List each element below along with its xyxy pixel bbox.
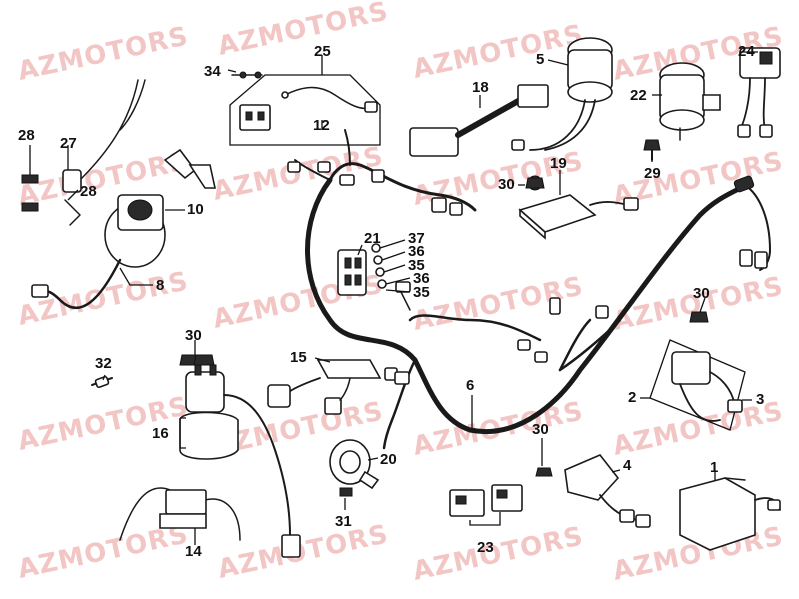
ignition-coil-box [649,339,746,431]
callout-5: 5 [536,51,544,68]
callout-22: 22 [630,87,647,104]
starter-switch [511,37,613,151]
fuse-holders [449,484,523,517]
callout-37: 37 [408,230,425,247]
regulator [564,454,651,528]
callout-layer: 1 2 3 4 5 6 8 10 12 14 15 16 18 19 20 21… [18,43,764,560]
callout-14: 14 [185,543,202,560]
watermark: AZMOTORS [215,0,391,62]
callout-36b: 36 [413,270,430,287]
callout-25: 25 [314,43,331,60]
callout-21: 21 [364,230,381,247]
callout-31: 31 [335,513,352,530]
watermark: AZMOTORS [210,141,386,206]
callout-23: 23 [477,539,494,556]
callout-16: 16 [152,425,169,442]
relay-cylinder [659,62,721,141]
watermark: AZMOTORS [15,266,191,331]
callout-4: 4 [623,457,632,474]
callout-19: 19 [550,155,567,172]
callout-36a: 36 [408,243,425,260]
resistor-unit [119,487,241,541]
callout-2: 2 [628,389,636,406]
battery-box [679,477,781,551]
callout-12: 12 [313,117,330,134]
part-25-box [229,74,381,146]
watermark: AZMOTORS [15,146,191,211]
watermark: AZMOTORS [410,521,586,586]
callout-35b: 35 [413,284,430,301]
starter-relay [179,364,301,558]
bolt-parts [21,174,81,226]
callout-3: 3 [756,391,764,408]
callout-30b: 30 [498,176,515,193]
callout-10: 10 [187,201,204,218]
fuse [91,375,113,389]
callout-18: 18 [472,79,489,96]
callout-20: 20 [380,451,397,468]
callout-30a: 30 [185,327,202,344]
callout-8: 8 [156,277,164,294]
callout-29: 29 [644,165,661,182]
callout-35a: 35 [408,257,425,274]
watermark: AZMOTORS [215,519,391,584]
watermark: AZMOTORS [15,21,191,86]
bolt-31 [339,487,353,497]
sub-harness [409,84,549,157]
callout-30d: 30 [532,421,549,438]
watermark: AZMOTORS [15,519,191,584]
main-wire-harness [287,129,771,450]
clip-part [231,71,263,79]
callout-30c: 30 [693,285,710,302]
callout-28b: 28 [80,183,97,200]
flasher-unit [267,359,382,415]
callout-6: 6 [466,377,474,394]
callout-27: 27 [60,135,77,152]
callout-28a: 28 [18,127,35,144]
watermark: AZMOTORS [610,271,786,336]
callout-32: 32 [95,355,112,372]
callout-1: 1 [710,459,718,476]
nuts [179,177,709,477]
callout-24: 24 [738,43,755,60]
watermark: AZMOTORS [410,19,586,84]
callout-34: 34 [204,63,221,80]
callout-15: 15 [290,349,307,366]
small-relay [737,47,781,138]
horn [329,439,380,490]
ignition-switch [31,79,216,310]
leader-lines [29,51,758,545]
